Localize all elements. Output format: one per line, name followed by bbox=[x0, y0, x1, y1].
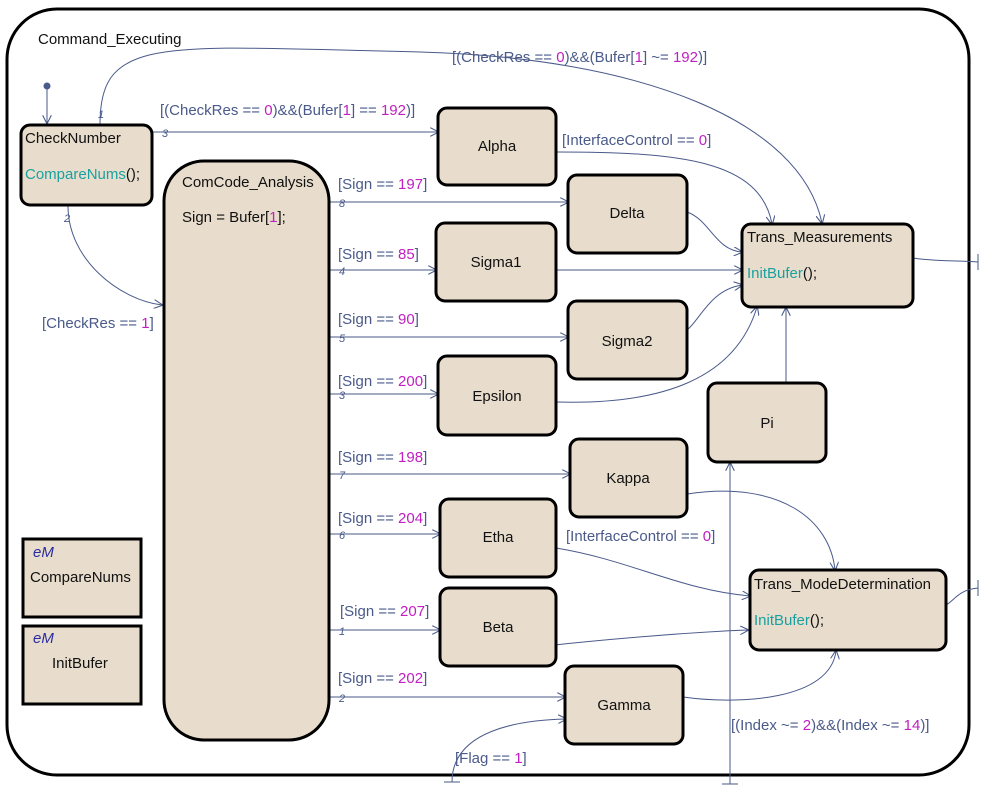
transition-mode-exit[interactable] bbox=[945, 587, 979, 606]
order-s198: 7 bbox=[339, 470, 346, 482]
order-alpha: 3 bbox=[162, 128, 169, 140]
transition-kappa-to-mode[interactable] bbox=[686, 490, 835, 570]
state-beta[interactable]: Beta bbox=[438, 586, 558, 668]
state-name: ComCode_Analysis bbox=[182, 174, 314, 191]
transition-alpha-to-meas[interactable] bbox=[555, 151, 772, 224]
label-top-condition: [(CheckRes == 0)&&(Bufer[1] ~= 192)] bbox=[452, 49, 707, 66]
state-action: InitBufer(); bbox=[747, 265, 817, 282]
state-name: Alpha bbox=[478, 138, 517, 155]
label-checkres: [CheckRes == 1] bbox=[42, 315, 154, 332]
order-s85: 4 bbox=[339, 266, 345, 278]
transitions bbox=[67, 47, 979, 785]
label-sign-200: [Sign == 200] bbox=[338, 373, 427, 390]
superstate-title: Command_Executing bbox=[38, 31, 181, 48]
order-s90: 5 bbox=[339, 333, 346, 345]
state-action: InitBufer(); bbox=[754, 612, 824, 629]
state-action: Sign = Bufer[1]; bbox=[182, 209, 286, 226]
transition-gamma-to-mode[interactable] bbox=[682, 651, 836, 701]
state-action: CompareNums(); bbox=[25, 166, 140, 183]
function-name: CompareNums bbox=[30, 569, 131, 586]
label-alpha-condition: [(CheckRes == 0)&&(Bufer[1] == 192)] bbox=[160, 102, 415, 119]
state-name: Trans_Measurements bbox=[747, 229, 892, 246]
state-name: Sigma1 bbox=[471, 254, 522, 271]
label-flag: [Flag == 1] bbox=[455, 750, 527, 767]
transition-sigma2-to-meas[interactable] bbox=[686, 285, 742, 331]
function-tag: eM bbox=[33, 544, 54, 561]
state-name: Delta bbox=[609, 205, 645, 222]
transition-epsilon-to-meas[interactable] bbox=[555, 307, 757, 403]
label-sign-202: [Sign == 202] bbox=[338, 670, 427, 687]
function-tag: eM bbox=[33, 630, 54, 647]
label-interface-2: [InterfaceControl == 0] bbox=[566, 528, 715, 545]
state-trans-mode-determination[interactable]: Trans_ModeDetermination InitBufer(); bbox=[748, 568, 948, 652]
state-name: Epsilon bbox=[472, 388, 521, 405]
transition-delta-to-meas[interactable] bbox=[686, 211, 742, 252]
label-sign-90: [Sign == 90] bbox=[338, 311, 419, 328]
state-check-number[interactable]: CheckNumber CompareNums(); bbox=[19, 123, 154, 207]
order-s202: 2 bbox=[338, 693, 345, 705]
label-interface-1: [InterfaceControl == 0] bbox=[562, 132, 711, 149]
function-init-bufer[interactable]: eM InitBufer bbox=[21, 624, 143, 706]
state-name: Kappa bbox=[606, 470, 650, 487]
order-s207: 1 bbox=[339, 626, 345, 638]
label-index: [(Index ~= 2)&&(Index ~= 14)] bbox=[731, 717, 929, 734]
label-sign-197: [Sign == 197] bbox=[338, 176, 427, 193]
state-delta[interactable]: Delta bbox=[566, 173, 689, 255]
label-sign-207: [Sign == 207] bbox=[340, 603, 429, 620]
order-check-down: 2 bbox=[63, 213, 70, 225]
order-s200: 3 bbox=[339, 390, 346, 402]
state-gamma[interactable]: Gamma bbox=[563, 664, 685, 746]
state-name: Gamma bbox=[597, 697, 651, 714]
state-trans-measurements[interactable]: Trans_Measurements InitBufer(); bbox=[740, 222, 915, 309]
state-sigma2[interactable]: Sigma2 bbox=[566, 299, 689, 381]
label-sign-85: [Sign == 85] bbox=[338, 246, 419, 263]
state-alpha[interactable]: Alpha bbox=[436, 106, 558, 187]
transition-etha-to-mode[interactable] bbox=[555, 547, 750, 596]
state-pi[interactable]: Pi bbox=[706, 381, 828, 464]
transition-meas-exit[interactable] bbox=[912, 257, 979, 263]
order-s204: 6 bbox=[339, 530, 346, 542]
state-sigma1[interactable]: Sigma1 bbox=[434, 221, 558, 303]
function-name: InitBufer bbox=[52, 655, 108, 672]
state-epsilon[interactable]: Epsilon bbox=[436, 354, 558, 437]
label-sign-198: [Sign == 198] bbox=[338, 449, 427, 466]
state-name: Etha bbox=[483, 529, 515, 546]
transition-check-to-comcode[interactable] bbox=[67, 205, 162, 305]
state-name: Trans_ModeDetermination bbox=[754, 576, 931, 593]
state-comcode-analysis[interactable]: ComCode_Analysis Sign = Bufer[1]; bbox=[162, 159, 331, 742]
function-compare-nums[interactable]: eM CompareNums bbox=[21, 537, 143, 619]
state-name: CheckNumber bbox=[25, 130, 121, 147]
transition-beta-to-mode[interactable] bbox=[544, 630, 748, 647]
transition-flag-to-gamma[interactable] bbox=[451, 719, 566, 783]
order-top: 1 bbox=[98, 109, 104, 121]
state-name: Pi bbox=[760, 415, 773, 432]
state-name: Beta bbox=[483, 619, 515, 636]
order-s197: 8 bbox=[339, 198, 346, 210]
state-etha[interactable]: Etha bbox=[438, 497, 558, 579]
state-name: Sigma2 bbox=[602, 333, 653, 350]
label-sign-204: [Sign == 204] bbox=[338, 510, 427, 527]
transition-top-to-trans-measurements[interactable] bbox=[99, 47, 822, 223]
state-kappa[interactable]: Kappa bbox=[568, 437, 689, 519]
